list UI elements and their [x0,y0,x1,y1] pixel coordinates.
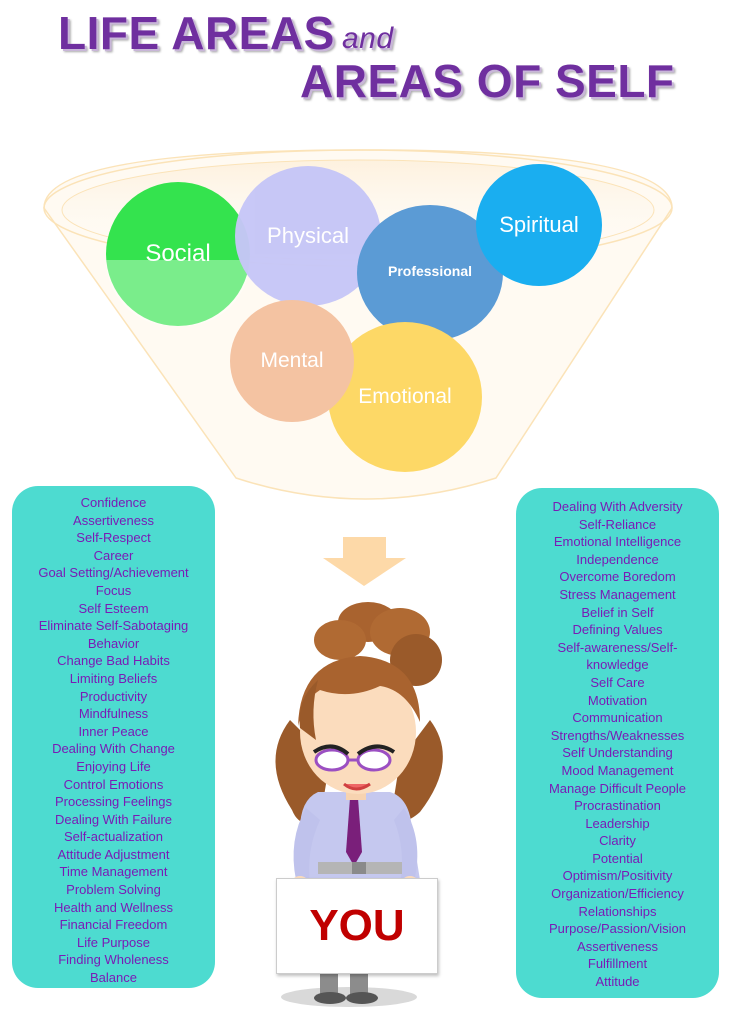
left-list-item: Self-actualization [64,829,163,845]
you-label: YOU [309,901,405,950]
right-list-item: Optimism/Positivity [562,868,673,884]
right-list-item: Attitude [595,974,640,990]
left-list-item: Attitude Adjustment [57,846,170,862]
left-list-item: Balance [90,970,137,986]
left-list-item: Dealing With Change [52,741,175,757]
right-list-item: Communication [572,710,663,726]
right-list-item: Potential [592,850,643,866]
left-list-item: Career [93,547,134,563]
right-list-item: Relationships [578,903,657,919]
left-list-item: Processing Feelings [54,794,173,810]
left-list-item: Time Management [59,864,168,880]
right-list-item: Self-Reliance [578,516,657,532]
left-list-item: Eliminate Self-Sabotaging [38,618,189,634]
right-list-item: Organization/Efficiency [551,886,684,902]
left-list-item: Life Purpose [77,934,150,950]
right-list-item: Fulfillment [587,956,648,972]
left-list-item: Focus [95,582,132,598]
right-list-item: Defining Values [572,622,663,638]
right-list-item: Clarity [599,833,636,849]
right-list-item: Procrastination [574,798,661,814]
right-list-item: Self Care [590,674,645,690]
right-list-item: Strengths/Weaknesses [550,727,685,743]
right-list-item: Manage Difficult People [548,780,687,796]
right-list-item: Assertiveness [577,938,658,954]
right-list-item: Purpose/Passion/Vision [548,921,687,937]
left-list-item: Limiting Beliefs [69,670,158,686]
left-list-item: Enjoying Life [76,758,151,774]
right-list-item: Motivation [587,692,648,708]
left-list-item: Mindfulness [78,706,149,722]
right-list-item: Mood Management [561,762,674,778]
left-list-item: Productivity [79,688,148,704]
social-label: Social [145,240,211,267]
physical-label: Physical [267,223,349,248]
right-list-item: knowledge [586,657,649,673]
right-list-item: Dealing With Adversity [552,499,683,514]
left-list-item: Self-Respect [76,530,151,546]
right-list-item: Self Understanding [562,745,673,761]
right-list-item: Leadership [585,815,650,831]
left-list-item: Confidence [80,495,147,510]
mental-label: Mental [260,349,324,372]
life-area-physical: Physical [235,166,381,306]
left-list-item: Problem Solving [66,882,161,898]
left-list-item: Dealing With Failure [54,811,173,827]
title-line-2: AREAS OF SELF [300,55,675,107]
spiritual-label: Spiritual [499,212,579,237]
professional-label: Professional [387,263,473,279]
life-area-social: Social [106,182,250,326]
right-list-item: Belief in Self [581,604,654,620]
left-list-item: Behavior [87,635,140,651]
right-list-item: Independence [576,551,659,567]
right-list-item: Stress Management [559,586,676,602]
left-list-item: Inner Peace [78,723,149,739]
left-list-item: Goal Setting/Achievement [38,565,189,581]
left-list-item: Self Esteem [78,600,149,616]
title-line-1: LIFE AREAS [58,7,335,59]
left-list-item: Finding Wholeness [58,952,169,968]
life-area-spiritual: Spiritual [476,164,602,286]
life-area-emotional: Emotional [328,322,482,472]
emotional-label: Emotional [358,385,452,408]
left-list-item: Assertiveness [73,512,154,528]
right-list-item: Overcome Boredom [559,569,676,585]
you-sign: YOU [276,878,438,974]
left-list-item: Health and Wellness [54,899,173,915]
right-list-item: Self-awareness/Self- [557,639,678,655]
left-list-item: Change Bad Habits [57,653,170,669]
left-list-item: Financial Freedom [59,917,168,933]
left-list-item: Control Emotions [63,776,164,792]
right-list-item: Emotional Intelligence [553,534,682,550]
life-area-mental: Mental [230,300,354,422]
title-connector: and [342,22,394,55]
